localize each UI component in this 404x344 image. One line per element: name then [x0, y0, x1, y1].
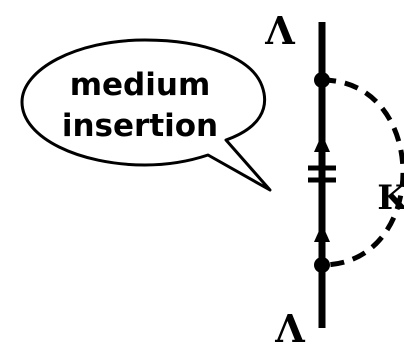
- lambda-label-top: Λ: [264, 8, 295, 53]
- kaon-loop: [321, 77, 404, 268]
- lambda-label-bottom: Λ: [274, 306, 305, 344]
- propagator-arrow-lower: [314, 224, 330, 242]
- propagator-arrow-upper: [314, 134, 330, 152]
- kaon-label: K: [377, 178, 404, 218]
- callout-bubble: [20, 38, 272, 192]
- callout-text-line2: insertion: [62, 108, 218, 144]
- callout-text-line1: medium: [70, 67, 211, 103]
- vertex-bottom: [314, 257, 330, 273]
